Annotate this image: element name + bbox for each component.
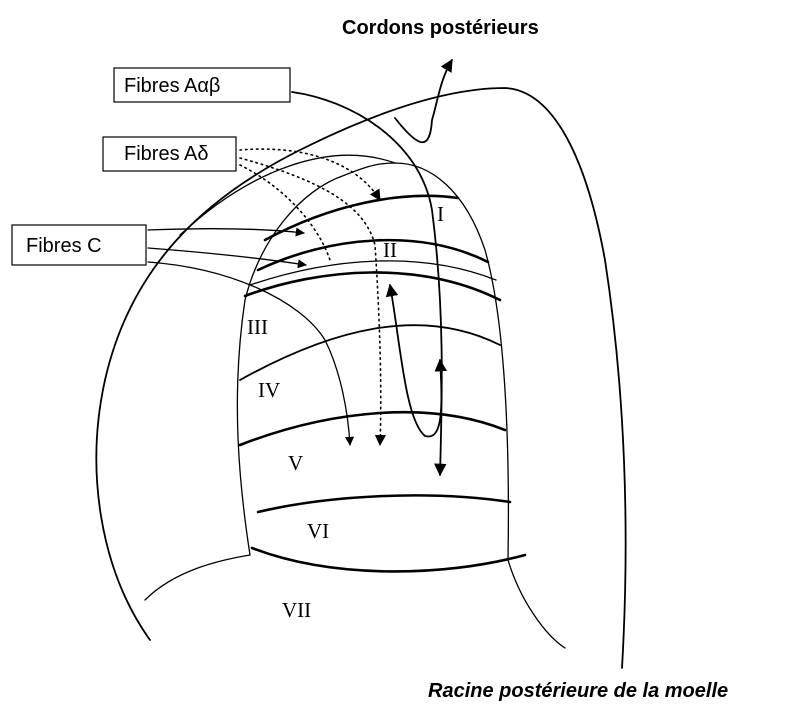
fiber-c-path-2 <box>148 248 306 265</box>
fiber-a-delta-path-3 <box>240 165 330 260</box>
fiber-a-delta-path-1 <box>240 149 380 200</box>
lamina-label-II: II <box>383 238 397 262</box>
lamina-boundary-8 <box>252 548 525 571</box>
lamina-boundary-2 <box>258 240 488 270</box>
outer-outline <box>96 88 625 668</box>
fiber-c-label: Fibres C <box>26 235 102 257</box>
lamina-label-VI: VI <box>307 519 329 543</box>
lamina-boundary-3 <box>245 272 500 300</box>
fiber-a-alpha-beta-path <box>292 92 442 475</box>
lamina-label-VII: VII <box>282 598 311 622</box>
bottom-heading: Racine postérieure de la moelle <box>428 680 728 702</box>
lamina-label-III: III <box>247 315 268 339</box>
lamina-label-IV: IV <box>258 378 280 402</box>
lamina-boundary-6 <box>240 412 505 445</box>
lamina-boundary-5 <box>240 325 500 380</box>
top-heading: Cordons postérieurs <box>342 17 539 39</box>
fiber-a-alpha-beta-label: Fibres Aαβ <box>124 75 220 97</box>
fiber-a-delta-label: Fibres Aδ <box>124 143 209 165</box>
lamina-label-I: I <box>437 202 444 226</box>
lamina-boundary-7 <box>258 495 510 512</box>
fiber-c-path-3 <box>148 262 350 445</box>
inner-outline-right <box>395 163 565 648</box>
lamina-label-V: V <box>288 451 303 475</box>
